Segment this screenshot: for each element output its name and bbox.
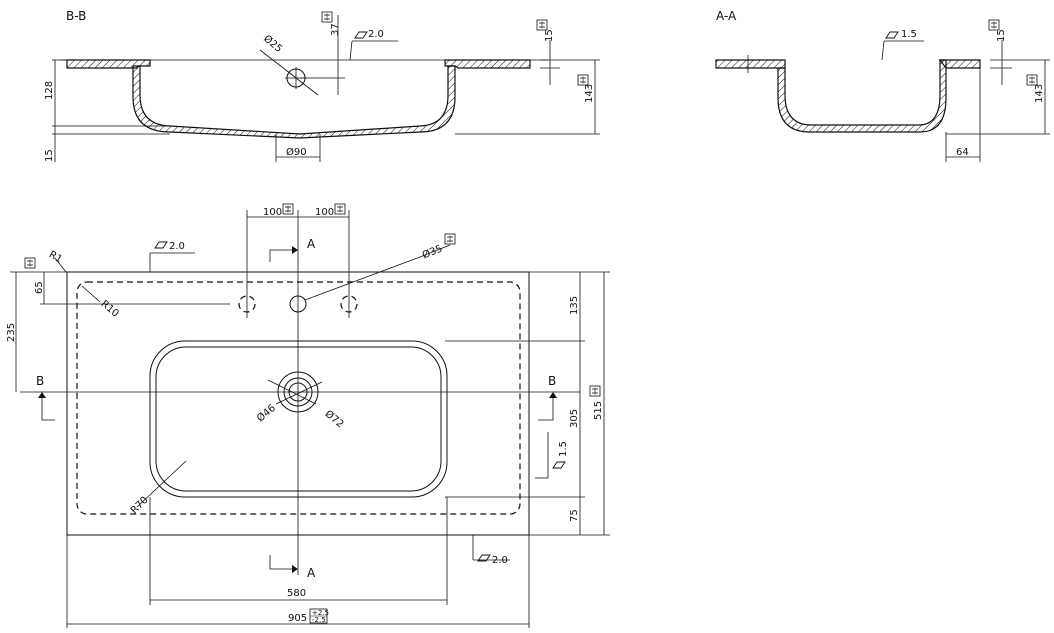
tolerance-icon <box>444 233 456 245</box>
plan-inner-dashed-outline <box>76 281 521 515</box>
tolerance-icon <box>282 203 294 215</box>
plan-flat-2-bottom: 2.0 <box>492 555 508 566</box>
bb-128-label: 128 <box>44 81 55 100</box>
bb-d90-label: Ø90 <box>286 146 307 158</box>
flatness-icon <box>552 461 566 469</box>
tol-905-lower: -2.5 <box>312 616 326 624</box>
plan-65-label: 65 <box>34 281 45 294</box>
plan-235-label: 235 <box>6 323 17 342</box>
section-bb-title: B-B <box>66 9 86 23</box>
aa-64-label: 64 <box>956 147 969 158</box>
tolerance-icon <box>577 74 589 86</box>
bb-15-top-label: 15 <box>544 29 555 42</box>
plan-100-left: 100 <box>263 207 282 218</box>
aa-rim-left <box>715 59 786 69</box>
plan-drain <box>277 371 319 413</box>
plan-d72-label: Ø72 <box>323 408 347 430</box>
tolerance-icon <box>321 11 333 23</box>
plan-basin-inner <box>155 346 442 492</box>
section-marker-b-left: B <box>36 374 44 388</box>
section-aa-title: A-A <box>716 9 737 23</box>
plan-r70-label: R70 <box>129 495 151 517</box>
tol-905-upper: +2.5 <box>312 609 329 617</box>
tolerance-icon <box>24 257 36 269</box>
plan-905-label: 905 <box>288 613 307 624</box>
aa-143-label: 143 <box>1034 84 1045 103</box>
plan-basin-outer <box>149 340 448 498</box>
bb-37-label: 37 <box>330 23 341 36</box>
aa-basin-wall <box>777 59 947 133</box>
section-marker-a-bottom: A <box>307 566 316 580</box>
tolerance-icon <box>1026 74 1038 86</box>
plan-r10-label: R10 <box>99 299 121 320</box>
tolerance-icon <box>988 19 1000 31</box>
section-marker-b-right: B <box>548 374 556 388</box>
plan-75-label: 75 <box>569 509 580 522</box>
aa-flat-15: 1.5 <box>901 29 917 40</box>
plan-305-label: 305 <box>569 409 580 428</box>
section-aa: A-A 1.5 15 143 64 <box>715 9 1050 162</box>
bb-flat-2: 2.0 <box>368 29 384 40</box>
tolerance-icon <box>536 19 548 31</box>
section-marker-a-top: A <box>307 237 316 251</box>
plan-r1-label: R1 <box>47 249 64 265</box>
tolerance-icon <box>589 385 601 397</box>
plan-580-label: 580 <box>287 588 306 599</box>
plan-515-label: 515 <box>593 401 604 420</box>
bb-143-label: 143 <box>584 84 595 103</box>
section-bb: B-B Ø25 37 2.0 15 143 <box>44 9 600 162</box>
bb-15-bottom-label: 15 <box>44 149 55 162</box>
flatness-icon <box>885 31 899 39</box>
flatness-icon <box>154 241 168 249</box>
bb-d25-label: Ø25 <box>261 33 285 55</box>
bb-basin-wall <box>132 65 456 139</box>
plan-flat-15: 1.5 <box>558 441 569 457</box>
bb-rim-right <box>444 59 531 69</box>
plan-view: Ø46 Ø72 100 100 A A B B Ø35 2.0 R1 <box>6 203 610 628</box>
aa-15-label: 15 <box>996 29 1007 42</box>
plan-135-label: 135 <box>569 296 580 315</box>
plan-d35-label: Ø35 <box>421 243 445 262</box>
tolerance-icon <box>334 203 346 215</box>
plan-flat-2-top: 2.0 <box>169 241 185 252</box>
plan-d46-label: Ø46 <box>254 402 278 424</box>
plan-100-right: 100 <box>315 207 334 218</box>
flatness-icon <box>354 31 368 39</box>
